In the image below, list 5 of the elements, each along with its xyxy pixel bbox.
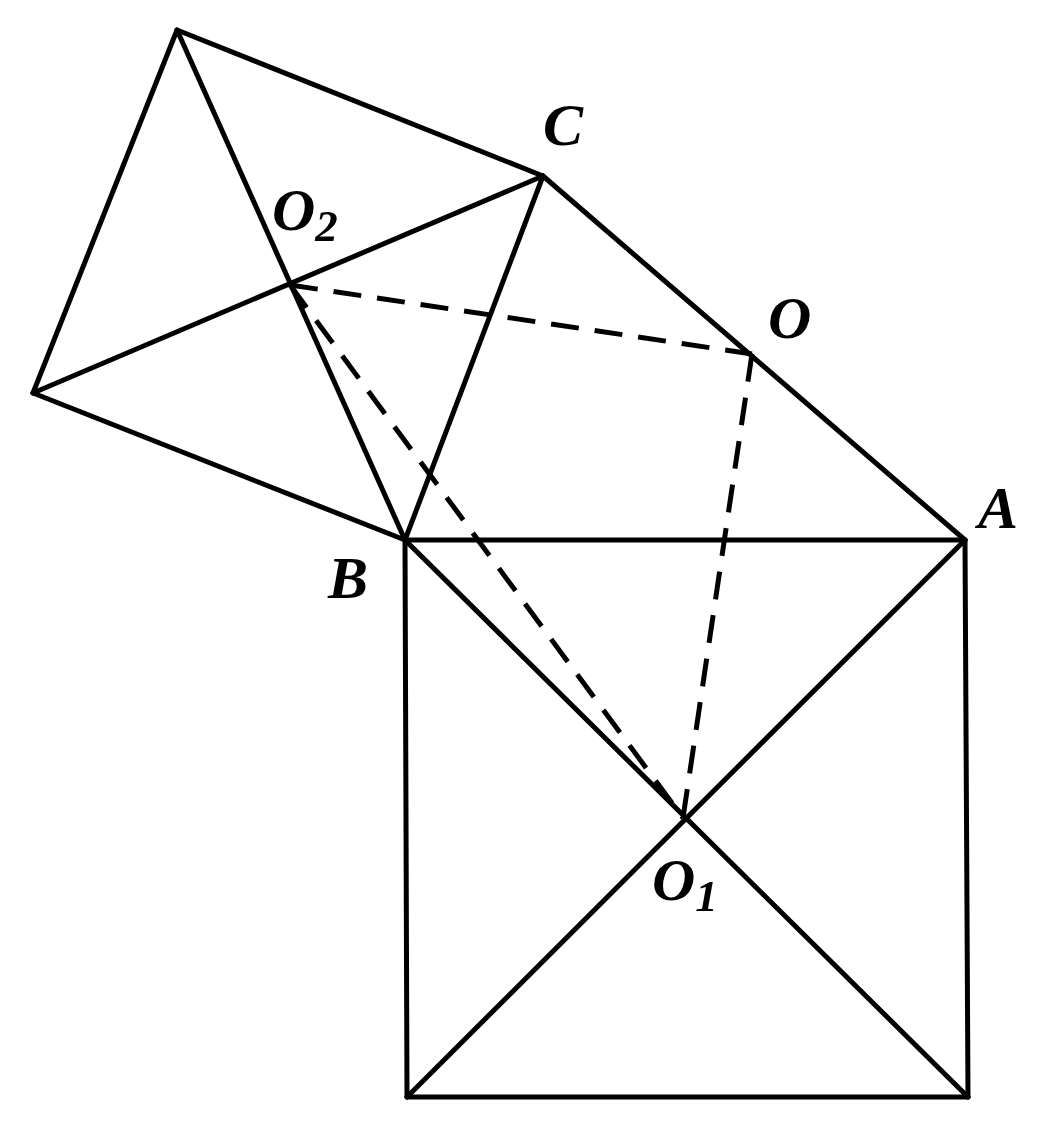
point-label: O$_{1}$ <box>652 850 718 910</box>
point-label: O <box>768 288 812 348</box>
point-label: O$_{2}$ <box>272 180 338 240</box>
point-label: B <box>328 548 369 608</box>
point-label: C <box>543 95 584 155</box>
